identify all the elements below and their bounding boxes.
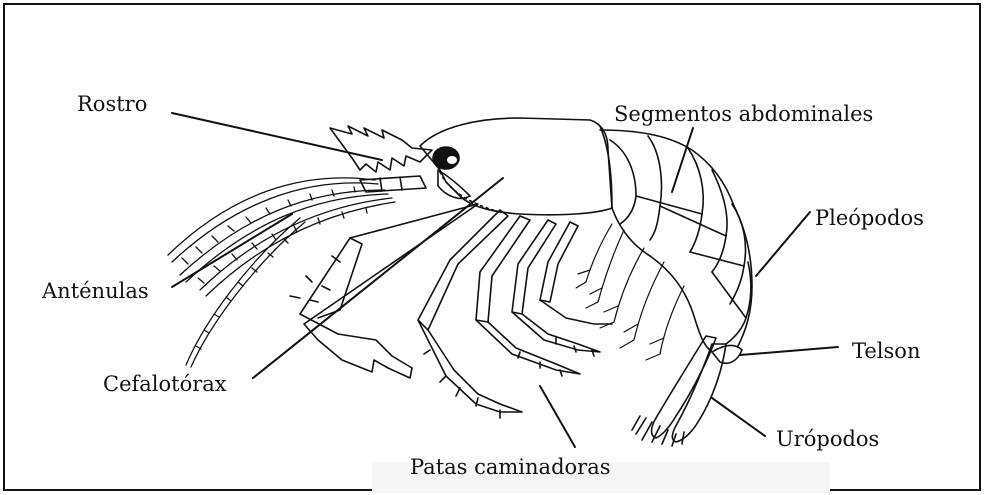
leader-cefalotorax xyxy=(253,178,503,378)
label-patas-caminadoras: Patas caminadoras xyxy=(410,457,611,478)
label-uropodos: Urópodos xyxy=(776,429,879,450)
rostrum-drawing xyxy=(330,126,432,172)
tail-drawing xyxy=(632,336,742,446)
leader-lines xyxy=(172,113,838,447)
label-antenulas: Anténulas xyxy=(42,281,149,302)
leader-segmentos xyxy=(672,128,693,192)
leader-uropodos xyxy=(712,398,765,436)
label-segmentos-abdominales: Segmentos abdominales xyxy=(614,104,873,125)
abdomen-drawing xyxy=(600,130,752,352)
leader-rostro xyxy=(172,113,382,160)
label-pleopodos: Pleópodos xyxy=(815,208,924,229)
label-telson: Telson xyxy=(852,341,920,362)
leader-telson xyxy=(740,347,838,355)
antennules-drawing xyxy=(168,178,395,367)
leader-patas xyxy=(540,386,575,447)
label-cefalotorax: Cefalotórax xyxy=(103,374,227,395)
leader-pleopodos xyxy=(756,212,810,276)
label-rostro: Rostro xyxy=(77,94,147,115)
pleopods-drawing xyxy=(576,224,684,360)
